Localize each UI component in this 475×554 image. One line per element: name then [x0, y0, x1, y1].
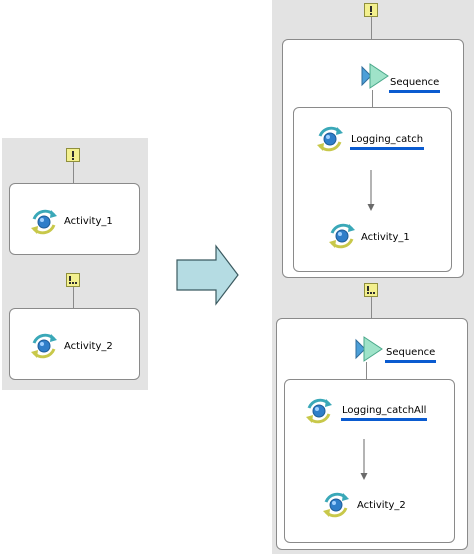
activity-icon [31, 209, 57, 235]
activity-2-box[interactable]: Activity_2 [9, 308, 140, 380]
fault-handler-icon[interactable] [364, 3, 378, 17]
fault-handler-icon[interactable] [66, 148, 80, 162]
sequence-icon [355, 336, 383, 362]
sequence-2-box[interactable]: Sequence Logging_catchAll Activity_2 [276, 318, 468, 550]
activity-2-label: Activity_2 [64, 341, 113, 352]
activity-icon [323, 492, 349, 518]
catch-2-label[interactable]: Logging_catchAll [341, 405, 428, 421]
connector [366, 362, 367, 379]
fault-handler-all-icon[interactable] [364, 283, 378, 297]
transform-arrow [176, 244, 239, 306]
connector [371, 17, 372, 39]
connector [73, 287, 74, 308]
activity-1-label: Activity_1 [64, 216, 113, 227]
sequence-1-box[interactable]: Sequence Logging_catch Activity_1 [282, 39, 464, 278]
flow-arrow [367, 170, 375, 211]
catch-1-label[interactable]: Logging_catch [350, 134, 425, 150]
fault-handler-all-icon[interactable] [66, 273, 80, 287]
sequence-icon [361, 63, 389, 89]
activity-1-label: Activity_1 [361, 232, 410, 243]
connector [372, 90, 373, 107]
sequence-2-label[interactable]: Sequence [385, 347, 437, 363]
activity-icon [306, 398, 332, 424]
activity-1-box[interactable]: Activity_1 [9, 183, 140, 255]
activity-icon [329, 223, 355, 249]
catch-1-box[interactable]: Logging_catch Activity_1 [293, 107, 452, 272]
activity-icon [317, 126, 343, 152]
activity-icon [31, 333, 57, 359]
sequence-1-label[interactable]: Sequence [389, 77, 441, 93]
flow-arrow [360, 439, 368, 480]
activity-2-label: Activity_2 [357, 500, 406, 511]
connector [371, 297, 372, 318]
catch-2-box[interactable]: Logging_catchAll Activity_2 [284, 379, 455, 543]
connector [73, 162, 74, 183]
